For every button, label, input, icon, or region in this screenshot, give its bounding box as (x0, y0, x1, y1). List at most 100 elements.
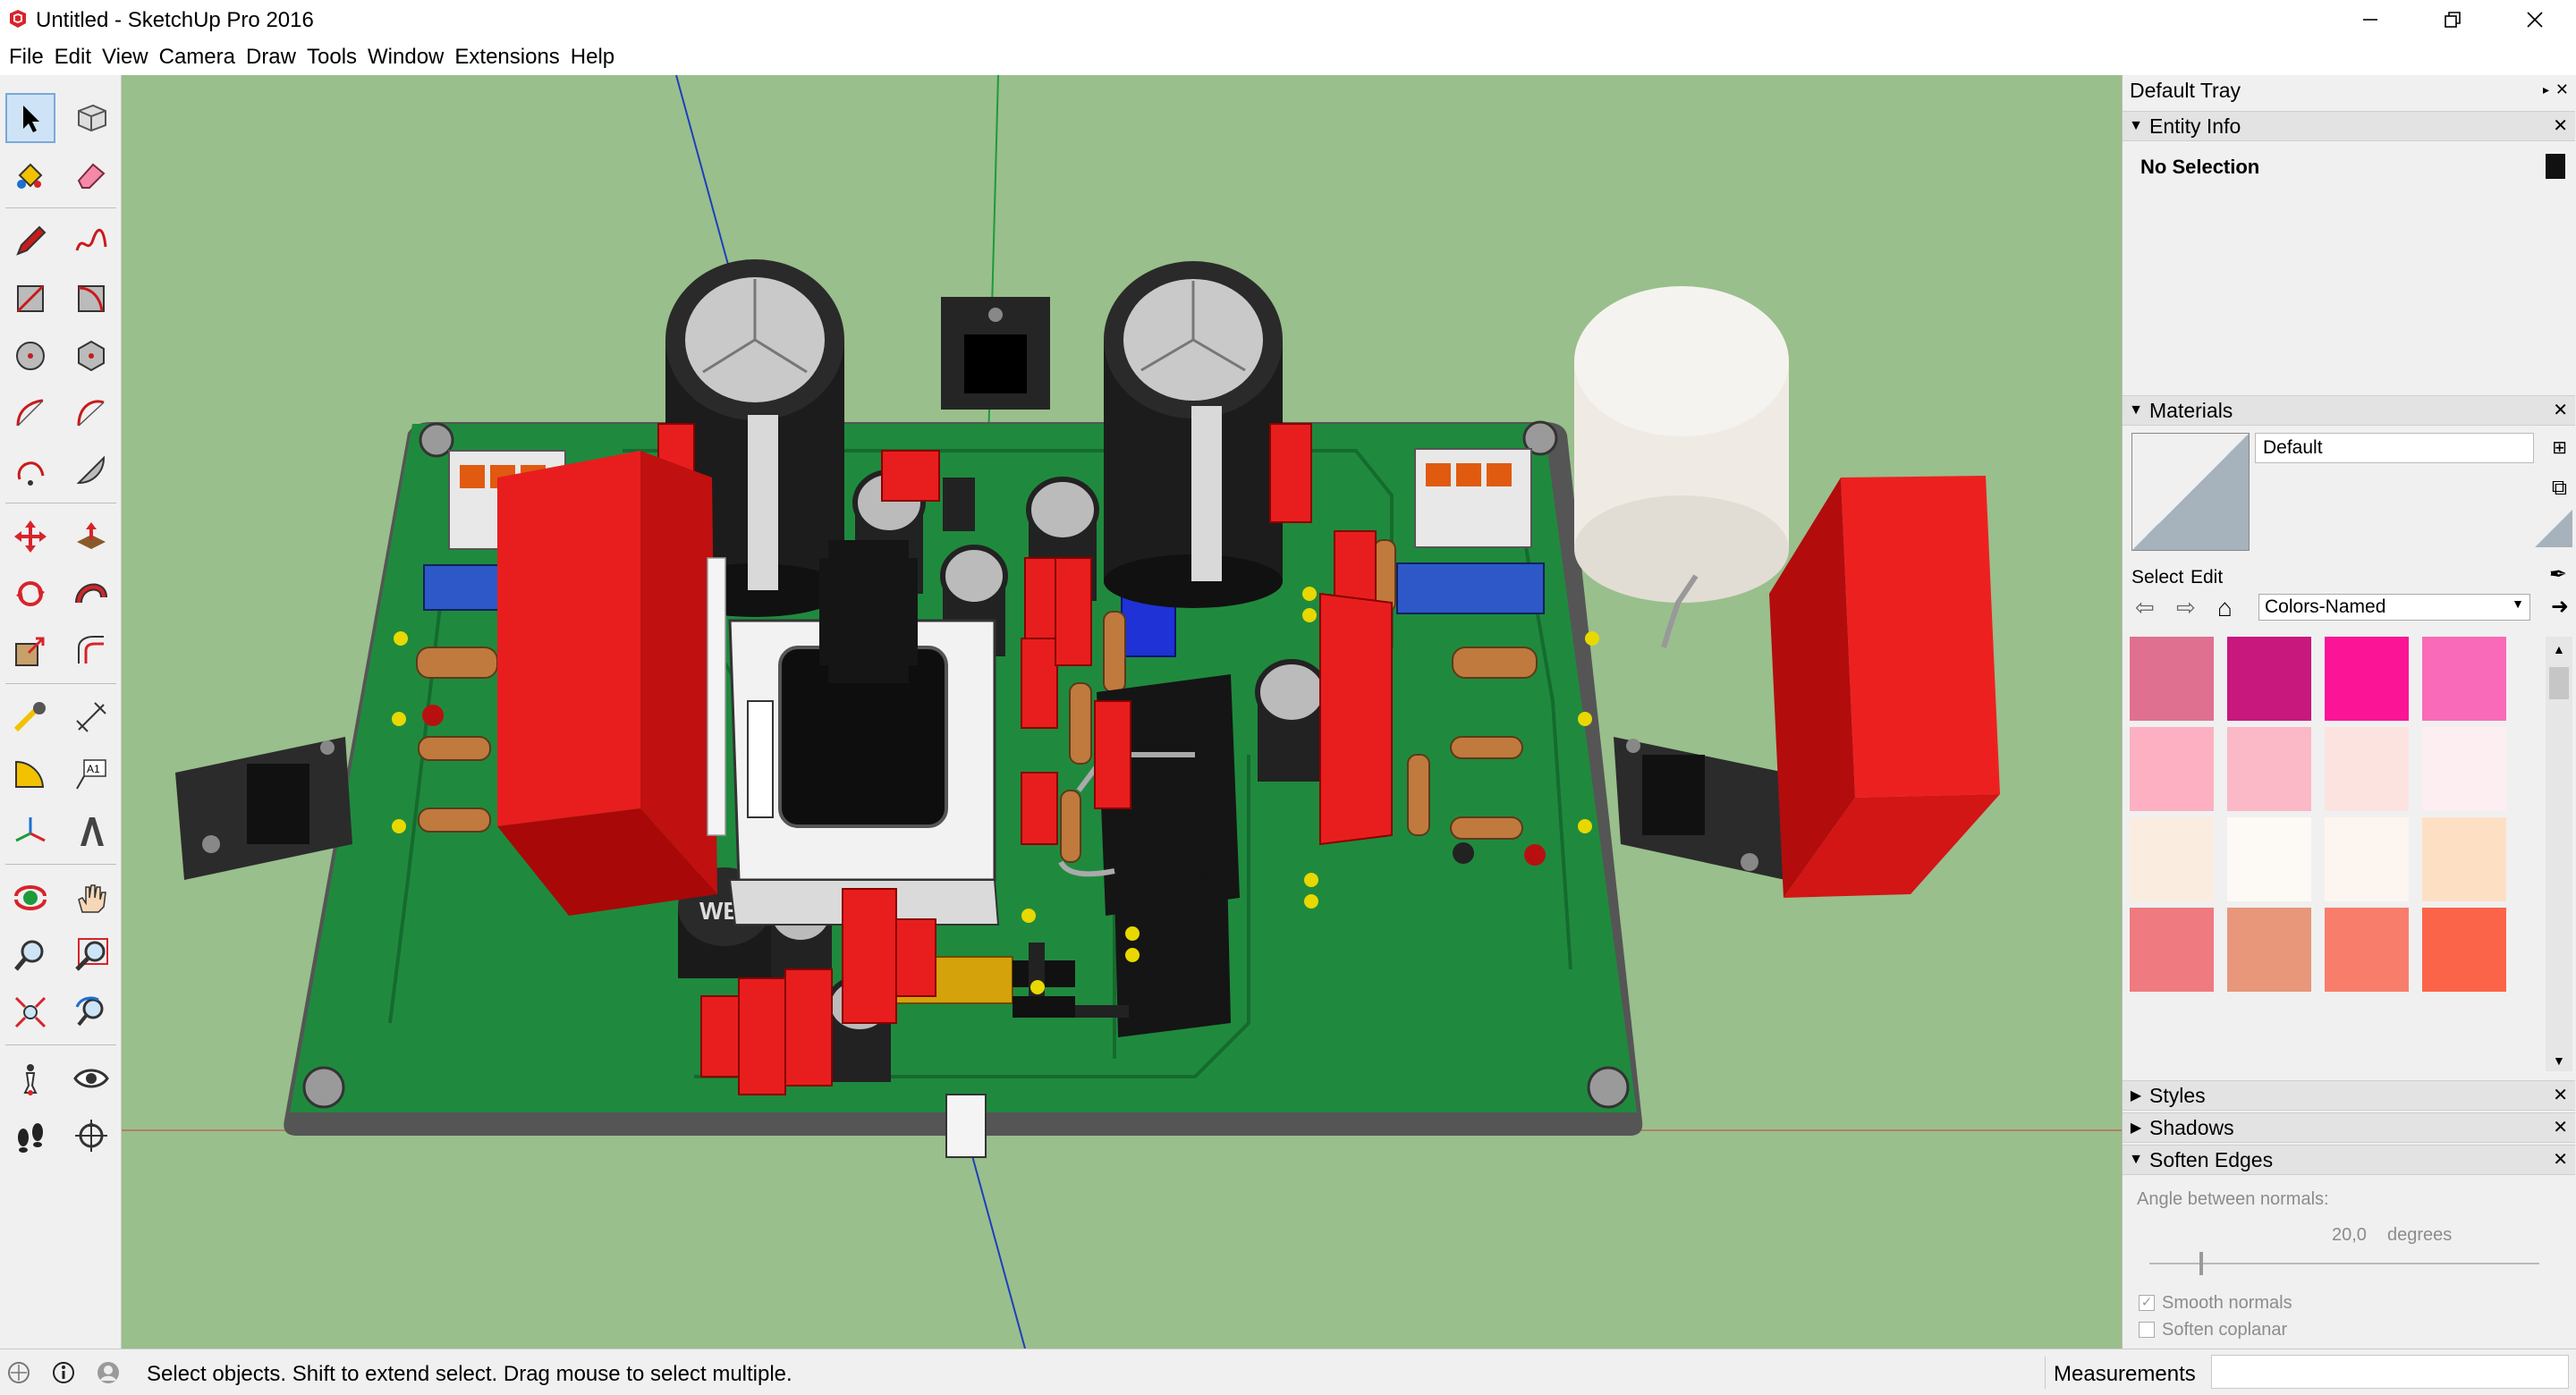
material-swatch[interactable] (2227, 817, 2311, 901)
display-secondary-pane-icon[interactable]: ⧉ (2551, 476, 2567, 500)
material-swatch[interactable] (2422, 727, 2506, 811)
menu-tools[interactable]: Tools (307, 45, 358, 69)
menu-view[interactable]: View (102, 45, 148, 69)
material-swatch[interactable] (2130, 727, 2214, 811)
panel-close-icon[interactable]: ✕ (2553, 1118, 2568, 1137)
menu-edit[interactable]: Edit (54, 45, 92, 69)
material-swatch[interactable] (2325, 908, 2409, 992)
restore-button[interactable] (2411, 0, 2494, 39)
3d-text-tool-button[interactable] (66, 807, 116, 857)
eyedropper-icon[interactable]: ✒ (2548, 562, 2567, 587)
material-swatch[interactable] (2227, 908, 2311, 992)
material-swatch[interactable] (2227, 637, 2311, 721)
material-swatch[interactable] (2422, 637, 2506, 721)
line-tool-button[interactable] (5, 216, 55, 266)
menu-file[interactable]: File (9, 45, 44, 69)
details-arrow-icon[interactable]: ➜ (2550, 595, 2569, 619)
shadows-panel-header[interactable]: ▶ Shadows ✕ (2123, 1112, 2575, 1143)
pan-tool-button[interactable] (66, 873, 116, 923)
freehand-tool-button[interactable] (66, 216, 116, 266)
move-tool-button[interactable] (5, 512, 55, 562)
arc-3point-tool-button[interactable] (5, 445, 55, 495)
panel-close-icon[interactable]: ✕ (2553, 401, 2568, 420)
select-tool-button[interactable] (5, 93, 55, 143)
panel-close-icon[interactable]: ✕ (2553, 1086, 2568, 1105)
follow-me-tool-button[interactable] (66, 569, 116, 619)
axes-tool-button[interactable] (5, 807, 55, 857)
zoom-extents-tool-button[interactable] (5, 987, 55, 1037)
material-swatch[interactable] (2130, 817, 2214, 901)
circle-tool-button[interactable] (5, 331, 55, 381)
angle-slider-thumb[interactable] (2199, 1252, 2203, 1275)
scrollbar-thumb[interactable] (2549, 667, 2569, 699)
material-swatch[interactable] (2130, 908, 2214, 992)
arc-tool-button[interactable] (5, 388, 55, 438)
text-tool-button[interactable]: A1 (66, 749, 116, 799)
panel-close-icon[interactable]: ✕ (2553, 116, 2568, 136)
section-plane-tool-button[interactable] (66, 1111, 116, 1161)
entity-info-toggle-icon[interactable] (2546, 154, 2565, 179)
modeling-viewport[interactable]: WE (122, 75, 2122, 1348)
component-tool-button[interactable] (66, 93, 116, 143)
material-swatch[interactable] (2325, 637, 2409, 721)
position-camera-tool-button[interactable] (5, 1053, 55, 1103)
rotate-tool-button[interactable] (5, 569, 55, 619)
measurements-input[interactable] (2211, 1355, 2569, 1389)
minimize-button[interactable] (2329, 0, 2411, 39)
protractor-tool-button[interactable] (5, 749, 55, 799)
smooth-normals-checkbox[interactable]: ✓ (2139, 1295, 2155, 1311)
angle-slider-track[interactable] (2149, 1263, 2539, 1264)
rectangle-tool-button[interactable] (5, 274, 55, 324)
menu-help[interactable]: Help (570, 45, 615, 69)
scale-tool-button[interactable] (5, 626, 55, 676)
material-swatch[interactable] (2422, 908, 2506, 992)
soften-edges-panel-header[interactable]: ▼ Soften Edges ✕ (2123, 1145, 2575, 1175)
tape-measure-tool-button[interactable] (5, 692, 55, 742)
look-around-tool-button[interactable] (66, 1053, 116, 1103)
menu-camera[interactable]: Camera (158, 45, 235, 69)
geo-location-icon[interactable] (7, 1361, 30, 1384)
pie-tool-button[interactable] (66, 445, 116, 495)
eraser-tool-button[interactable] (66, 150, 116, 200)
materials-tab-select[interactable]: Select (2131, 567, 2184, 588)
swatch-scrollbar[interactable]: ▲ ▼ (2546, 637, 2572, 1071)
walk-tool-button[interactable] (5, 1111, 55, 1161)
back-arrow-icon[interactable]: ⇦ (2135, 594, 2155, 621)
forward-arrow-icon[interactable]: ⇨ (2176, 594, 2196, 621)
push-pull-tool-button[interactable] (66, 512, 116, 562)
styles-panel-header[interactable]: ▶ Styles ✕ (2123, 1080, 2575, 1111)
materials-library-select[interactable]: Colors-Named ▼ (2258, 594, 2530, 621)
material-swatch[interactable] (2130, 637, 2214, 721)
polygon-tool-button[interactable] (66, 331, 116, 381)
menu-window[interactable]: Window (368, 45, 445, 69)
soften-coplanar-checkbox[interactable] (2139, 1322, 2155, 1338)
scroll-up-icon[interactable]: ▲ (2553, 642, 2565, 656)
material-swatch[interactable] (2422, 817, 2506, 901)
home-icon[interactable]: ⌂ (2217, 594, 2233, 621)
offset-tool-button[interactable] (66, 626, 116, 676)
materials-tab-edit[interactable]: Edit (2190, 567, 2224, 588)
info-icon[interactable] (52, 1361, 75, 1384)
user-account-icon[interactable] (97, 1361, 120, 1384)
rotated-rectangle-tool-button[interactable] (66, 274, 116, 324)
dimension-tool-button[interactable] (66, 692, 116, 742)
material-swatch[interactable] (2325, 727, 2409, 811)
tray-pin-icon[interactable]: ▸ (2542, 82, 2549, 97)
previous-view-tool-button[interactable] (66, 987, 116, 1037)
entity-info-panel-header[interactable]: ▼ Entity Info ✕ (2123, 111, 2575, 141)
orbit-tool-button[interactable] (5, 873, 55, 923)
material-swatch[interactable] (2325, 817, 2409, 901)
tray-close-icon[interactable]: ✕ (2555, 80, 2569, 98)
arc-2point-tool-button[interactable] (66, 388, 116, 438)
sample-paint-icon[interactable] (2535, 510, 2572, 547)
zoom-window-tool-button[interactable] (66, 930, 116, 980)
close-button[interactable] (2494, 0, 2576, 39)
menu-draw[interactable]: Draw (245, 45, 296, 69)
create-material-icon[interactable]: ⊞ (2552, 438, 2567, 458)
material-swatch[interactable] (2227, 727, 2311, 811)
zoom-tool-button[interactable] (5, 930, 55, 980)
scroll-down-icon[interactable]: ▼ (2553, 1053, 2565, 1068)
materials-panel-header[interactable]: ▼ Materials ✕ (2123, 395, 2575, 426)
paint-bucket-tool-button[interactable] (5, 150, 55, 200)
panel-close-icon[interactable]: ✕ (2553, 1150, 2568, 1170)
